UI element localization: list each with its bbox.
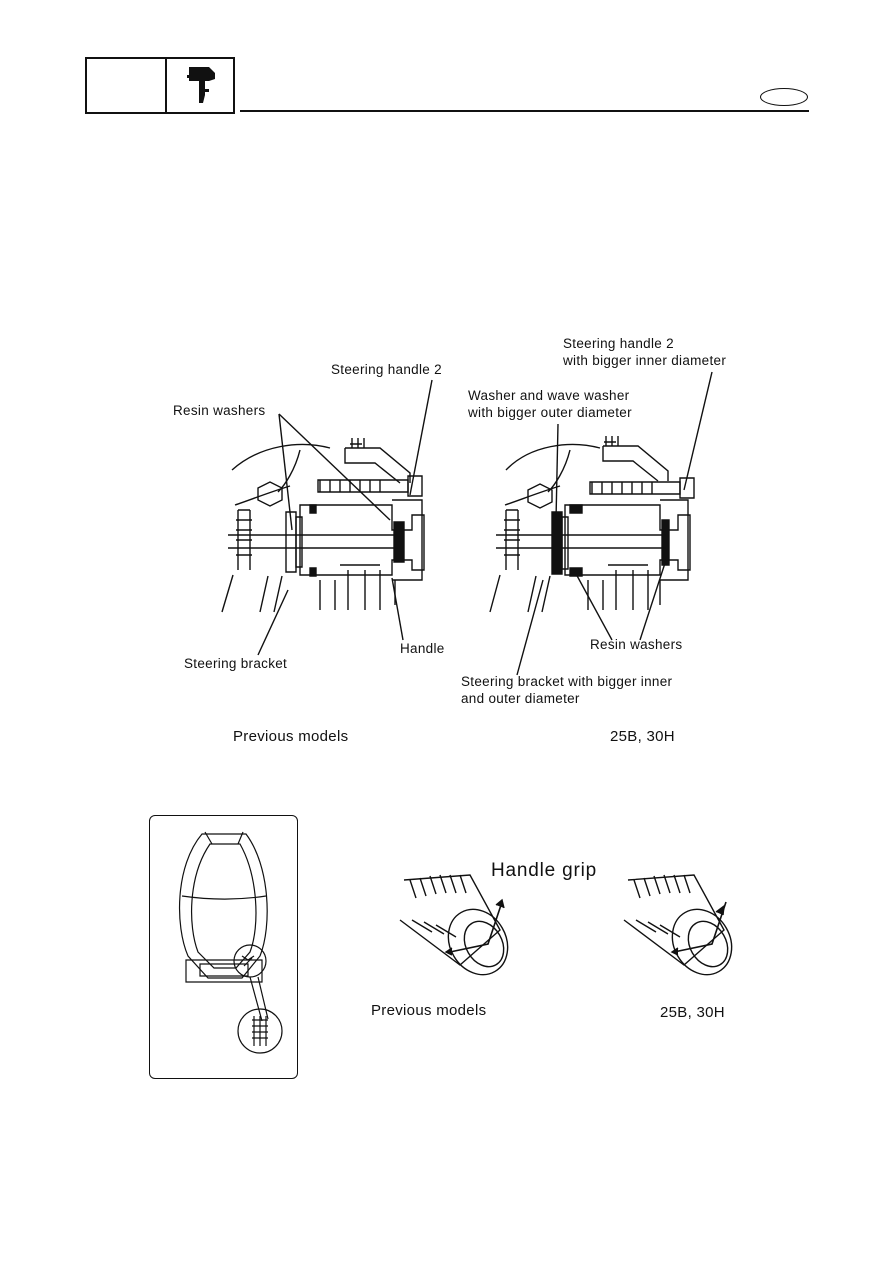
label-steering-handle-2-new-line1: Steering handle 2	[563, 336, 674, 351]
tiller-inset-box	[149, 815, 298, 1079]
label-steering-bracket: Steering bracket	[184, 656, 288, 671]
outboard-motor-icon	[187, 67, 215, 103]
tiller-top-view-drawing	[150, 816, 297, 1078]
handle-grip-title: Handle grip	[491, 860, 597, 881]
oval-badge-icon	[760, 88, 808, 106]
caption-25b-30h: 25B, 30H	[610, 728, 675, 745]
label-washer-line1: Washer and wave washer	[468, 388, 630, 403]
header-icon-box	[165, 57, 235, 114]
grip-caption-previous-models: Previous models	[371, 1002, 487, 1019]
header-rule	[240, 110, 809, 112]
label-steering-handle-2-new-line2: with bigger inner diameter	[563, 353, 727, 368]
label-resin-washers: Resin washers	[173, 403, 266, 418]
label-washer-line2: with bigger outer diameter	[468, 405, 632, 420]
caption-previous-models: Previous models	[233, 728, 349, 745]
label-bracket-new-line1: Steering bracket with bigger inner	[461, 674, 673, 689]
label-resin-washers-new: Resin washers	[590, 637, 683, 652]
label-steering-handle-2: Steering handle 2	[331, 362, 442, 377]
header-section-box	[85, 57, 167, 114]
label-handle: Handle	[400, 641, 445, 656]
label-bracket-new-line2: and outer diameter	[461, 691, 580, 706]
grip-caption-25b-30h: 25B, 30H	[660, 1004, 725, 1021]
